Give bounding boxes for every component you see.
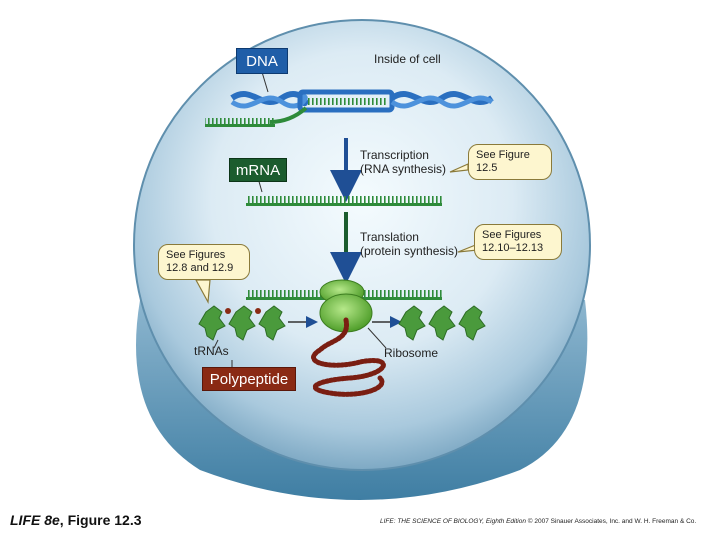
translation-label: Translation (protein synthesis) (360, 230, 458, 258)
book-title: LIFE: THE SCIENCE OF BIOLOGY, Eighth Edi… (380, 518, 526, 525)
ribosome-label: Ribosome (384, 346, 439, 360)
callout-12-10-line1: See Figures (482, 229, 542, 241)
callout-figures-12-8-12-9: See Figures 12.8 and 12.9 (158, 244, 250, 280)
dna-helix (205, 89, 494, 127)
figure-number: , Figure 12.3 (59, 512, 142, 528)
transcription-label: Transcription (RNA synthesis) (360, 148, 446, 176)
dna-label: DNA (246, 52, 278, 70)
callout-figures-12-10-12-13: See Figures 12.10–12.13 (474, 224, 562, 260)
transcription-subtitle: (RNA synthesis) (360, 162, 447, 176)
mrna-label-box: mRNA (229, 158, 287, 182)
transcription-title: Transcription (360, 148, 429, 162)
mrna-strand (246, 196, 442, 206)
trna-molecules-left (198, 305, 286, 341)
cell-body (133, 19, 591, 471)
callout-12-8-line1: See Figures (166, 249, 226, 261)
callout-12-5-line2: 12.5 (476, 162, 498, 174)
polypeptide-chain (311, 317, 386, 397)
callout-12-10-line2: 12.10–12.13 (482, 242, 544, 254)
callout-12-8-line2: 12.8 and 12.9 (166, 262, 234, 274)
inside-of-cell-label: Inside of cell (374, 52, 441, 66)
callout-figure-12-5: See Figure 12.5 (468, 144, 552, 180)
mrna-label: mRNA (235, 161, 281, 179)
translation-subtitle: (protein synthesis) (360, 244, 459, 258)
figure-caption: LIFE 8e, Figure 12.3 (10, 512, 142, 528)
translation-title: Translation (360, 230, 419, 244)
copyright-text: © 2007 Sinauer Associates, Inc. and W. H… (525, 518, 697, 525)
polypeptide-label-box: Polypeptide (202, 367, 296, 391)
trna-molecules-right (398, 305, 486, 341)
polypeptide-label: Polypeptide (209, 370, 289, 388)
callout-12-5-line1: See Figure (476, 149, 530, 161)
copyright-line: LIFE: THE SCIENCE OF BIOLOGY, Eighth Edi… (380, 518, 696, 525)
trnas-label: tRNAs (194, 344, 229, 358)
figure-book-name: LIFE 8e (10, 512, 60, 528)
dna-label-box: DNA (236, 48, 288, 74)
